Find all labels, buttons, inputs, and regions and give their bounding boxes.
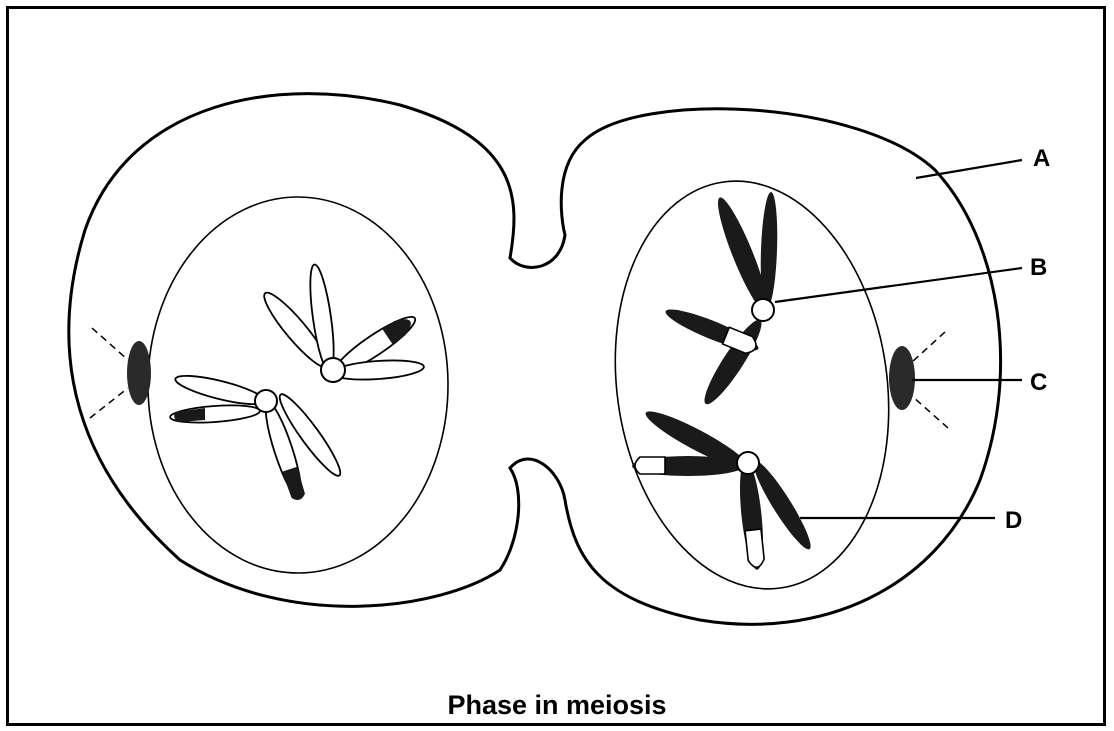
label-a: A [1033, 145, 1050, 172]
diagram-caption: Phase in meiosis [0, 690, 1114, 721]
right-chromosome-lower [632, 404, 817, 571]
label-b: B [1030, 254, 1047, 281]
leader-line-b [775, 268, 1022, 302]
left-chromosome-lower [170, 370, 347, 502]
left-centriole [90, 328, 151, 418]
left-chromosome-upper [257, 263, 424, 382]
right-chromosome-upper [662, 192, 779, 410]
label-c: C [1030, 369, 1047, 396]
label-d: D [1005, 507, 1022, 534]
cell-membrane [69, 94, 1001, 625]
